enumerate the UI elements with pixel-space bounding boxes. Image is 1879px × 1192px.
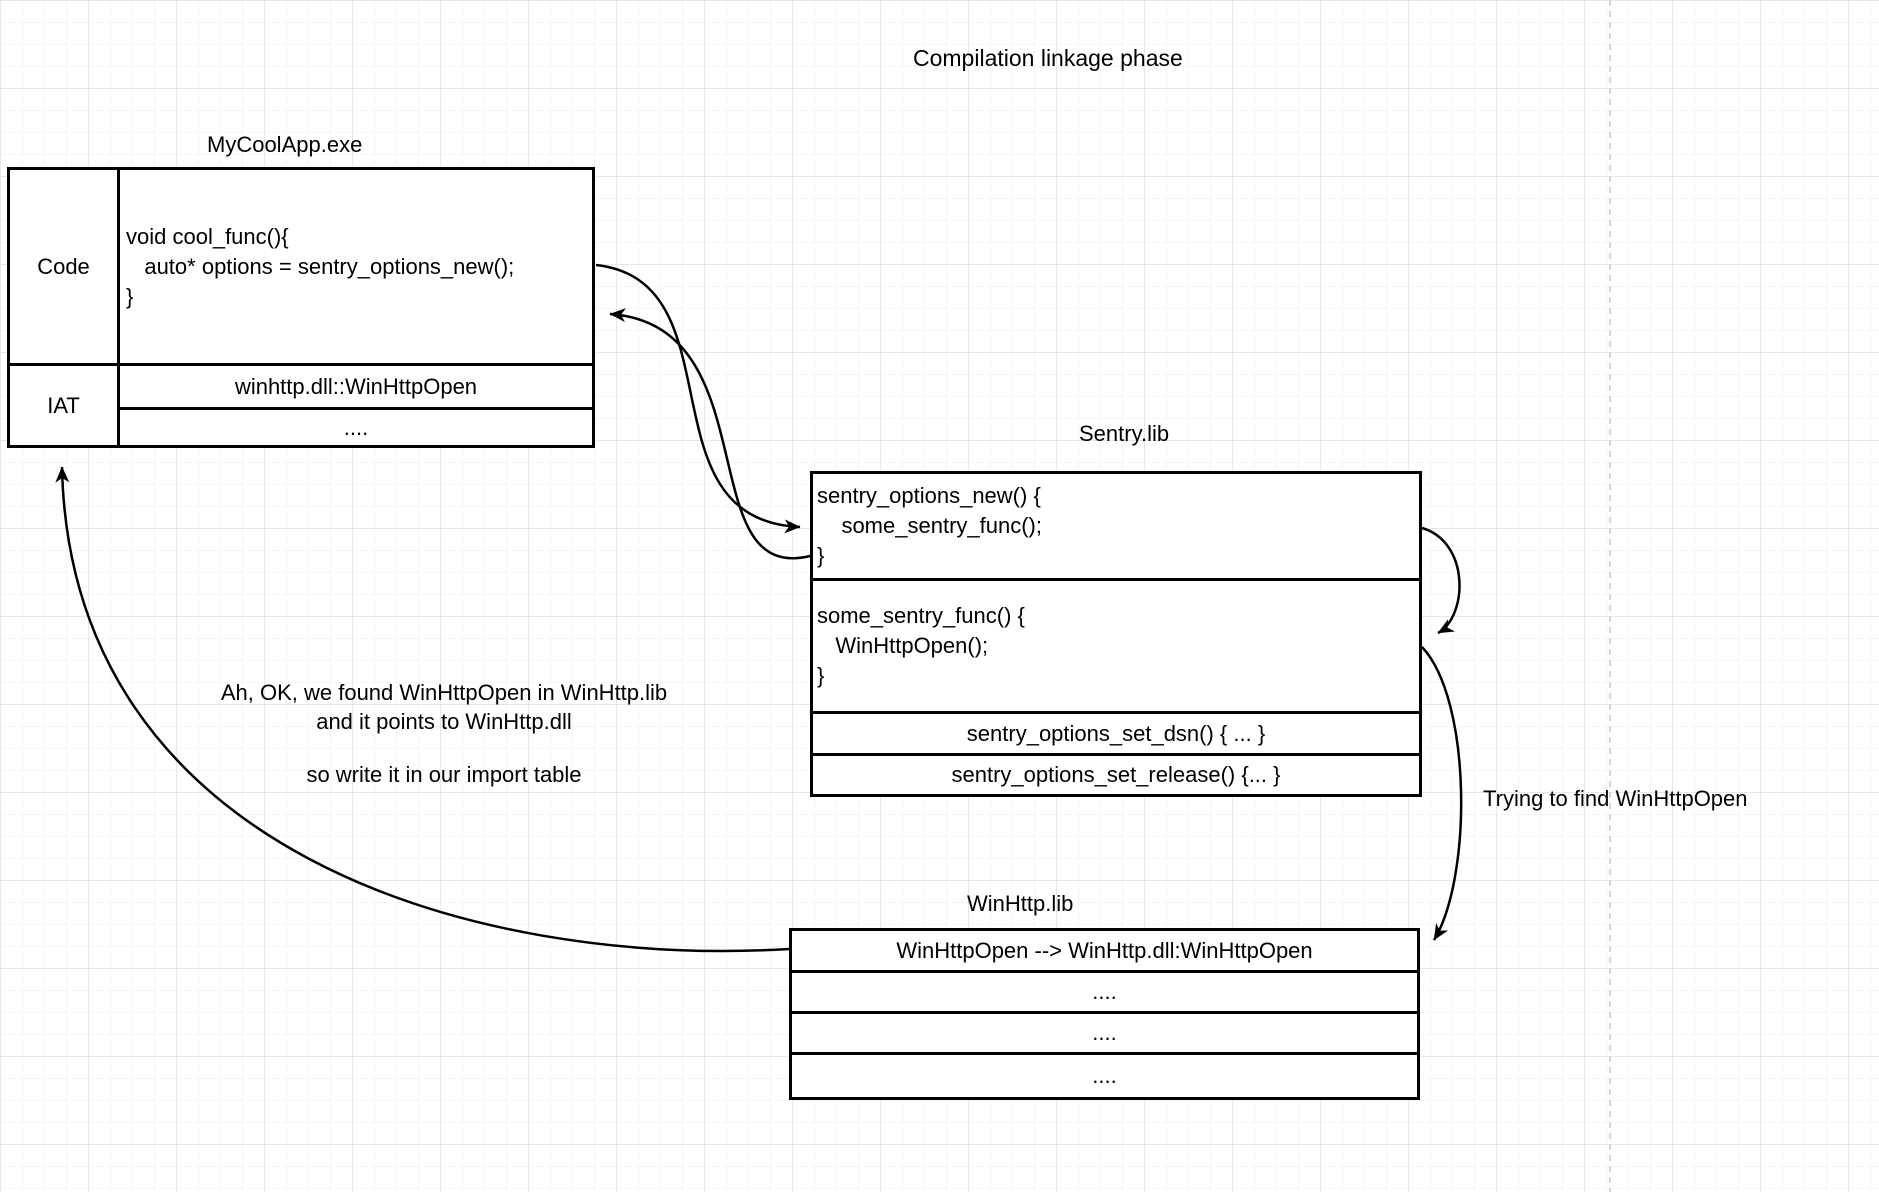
iat-row: winhttp.dll::WinHttpOpen	[120, 366, 592, 407]
arrow-call-some-sentry-func	[1421, 526, 1461, 635]
sentry-code-line: some_sentry_func();	[817, 513, 1042, 538]
sentry-code-line: sentry_options_set_dsn() { ... }	[966, 720, 1266, 746]
sentry-code-line: }	[817, 663, 825, 688]
note-spacer	[198, 736, 690, 760]
code-line: }	[126, 283, 134, 309]
iat-section-label: IAT	[47, 392, 80, 418]
winhttplib-row: ....	[792, 1011, 1417, 1052]
found-winhttpopen-note: Ah, OK, we found WinHttpOpen in WinHttp.…	[198, 678, 690, 789]
found-note-line: and it points to WinHttp.dll	[316, 709, 572, 734]
iat-row-text: ....	[343, 414, 369, 440]
winhttplib-title: WinHttp.lib	[967, 891, 1074, 916]
found-note-line: Ah, OK, we found WinHttpOpen in WinHttp.…	[220, 680, 668, 705]
iat-row: ....	[120, 407, 592, 445]
arrow-trying-to-find-winhttpopen	[1421, 646, 1463, 941]
winhttplib-row: ....	[792, 1052, 1417, 1097]
sentry-code-line: sentry_options_new() {	[817, 483, 1041, 508]
code-line: void cool_func(){	[126, 223, 289, 249]
mycoolapp-title: MyCoolApp.exe	[207, 132, 363, 157]
winhttplib-row-text: ....	[1092, 1020, 1117, 1045]
iat-row-text: winhttp.dll::WinHttpOpen	[234, 373, 478, 399]
sentry-code-line: WinHttpOpen();	[817, 633, 989, 658]
sentrylib-cell-some-sentry-func: some_sentry_func() { WinHttpOpen(); }	[813, 578, 1419, 711]
sentrylib-cell-set-dsn: sentry_options_set_dsn() { ... }	[813, 711, 1419, 753]
sentry-code-line: sentry_options_set_release() {... }	[951, 762, 1281, 787]
mycoolapp-iat-section: IAT winhttp.dll::WinHttpOpen ....	[10, 363, 592, 445]
code-section-label: Code	[37, 253, 90, 279]
trying-to-find-note: Trying to find WinHttpOpen	[1483, 786, 1748, 811]
mycoolapp-box: Code void cool_func(){ auto* options = s…	[7, 167, 595, 448]
arrow-call-sentry-options-new	[595, 263, 801, 534]
sentrylib-cell-sentry-options-new: sentry_options_new() { some_sentry_func(…	[813, 474, 1419, 578]
mycoolapp-code-content-cell: void cool_func(){ auto* options = sentry…	[120, 170, 592, 363]
diagram-title: Compilation linkage phase	[913, 45, 1183, 71]
sentrylib-title: Sentry.lib	[1079, 421, 1170, 446]
code-line: auto* options = sentry_options_new();	[126, 253, 515, 279]
winhttplib-row-text: ....	[1092, 979, 1117, 1004]
winhttplib-row-text: WinHttpOpen --> WinHttp.dll:WinHttpOpen	[896, 937, 1313, 963]
winhttplib-row: ....	[792, 970, 1417, 1011]
mycoolapp-iat-section-label-cell: IAT	[10, 366, 120, 445]
winhttplib-box: WinHttpOpen --> WinHttp.dll:WinHttpOpen …	[789, 928, 1420, 1100]
sentry-code-line: some_sentry_func() {	[817, 603, 1025, 628]
found-note-line: so write it in our import table	[306, 762, 582, 787]
winhttplib-row-winhttpopen: WinHttpOpen --> WinHttp.dll:WinHttpOpen	[792, 931, 1417, 970]
winhttplib-row-text: ....	[1092, 1063, 1117, 1088]
mycoolapp-code-section-label-cell: Code	[10, 170, 120, 363]
arrow-return-to-code	[609, 308, 811, 560]
sentry-code-line: }	[817, 543, 825, 568]
sentrylib-box: sentry_options_new() { some_sentry_func(…	[810, 471, 1422, 797]
sentrylib-cell-set-release: sentry_options_set_release() {... }	[813, 753, 1419, 794]
